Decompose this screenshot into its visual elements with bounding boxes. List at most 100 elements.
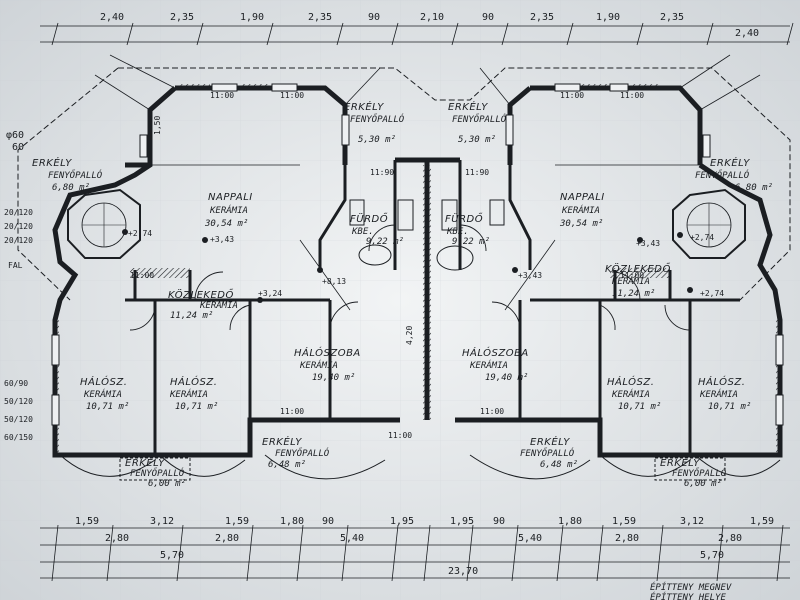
top-dim-1: 2,40 bbox=[100, 12, 124, 23]
opening-mark: 11:00 bbox=[560, 91, 584, 100]
room-area: 11,24 m² bbox=[612, 289, 655, 299]
dimension-tick bbox=[196, 22, 204, 46]
room-haloszoba-2: HÁLÓSZ. KERÁMIA 10,71 m² bbox=[169, 375, 218, 412]
room-haloszoba-center-left: HÁLÓSZOBA KERÁMIA 19,40 m² bbox=[294, 346, 360, 383]
dimension-tick bbox=[776, 524, 784, 582]
room-labels: NAPPALI KERÁMIA 30,54 m² NAPPALI KERÁMIA… bbox=[32, 100, 773, 489]
level-mark: +3,24 bbox=[258, 289, 282, 298]
top-dim-10: 2,35 bbox=[660, 12, 684, 23]
room-area: 9,22 m² bbox=[452, 237, 490, 247]
room-floor: FENYŐPALLÓ bbox=[452, 113, 507, 125]
diagonal-construction-lines bbox=[94, 54, 761, 311]
interior-walls bbox=[125, 160, 740, 455]
room-name: HÁLÓSZ. bbox=[80, 375, 127, 388]
dimension-tick bbox=[51, 524, 59, 582]
left-dim: 50/120 bbox=[4, 415, 33, 424]
room-floor: FENYŐPALLÓ bbox=[695, 169, 750, 181]
left-dim: 20/120 bbox=[4, 222, 33, 231]
room-furdo-left: FÜRDŐ KBE. 9,22 m² bbox=[350, 211, 404, 247]
bot-dim: 1,59 bbox=[750, 516, 774, 527]
room-haloszoba-1: HÁLÓSZ. KERÁMIA 10,71 m² bbox=[80, 375, 129, 412]
title-line-2: ÉPÍTTENY HELYE bbox=[650, 591, 726, 600]
side-annotations: φ60 60 4,20 1,50 FAL bbox=[6, 116, 414, 345]
bot-dim: 5,40 bbox=[340, 533, 364, 544]
level-mark: +8,13 bbox=[322, 277, 346, 286]
room-erkely-center-left: ERKÉLY FENYŐPALLÓ 5,30 m² bbox=[344, 100, 405, 145]
dimension-tick bbox=[636, 22, 644, 46]
room-haloszoba-3: HÁLÓSZ. KERÁMIA 10,71 m² bbox=[607, 375, 661, 412]
room-name: HÁLÓSZ. bbox=[698, 375, 745, 388]
room-area: 6,80 m² bbox=[735, 183, 773, 193]
bot-dim: 1,59 bbox=[75, 516, 99, 527]
room-area: 5,30 m² bbox=[458, 135, 496, 145]
room-name: KÖZLEKEDŐ bbox=[605, 261, 671, 275]
dimension-tick bbox=[391, 22, 399, 46]
bottom-dimension-labels: 1,59 3,12 1,59 1,80 90 1,95 1,95 90 1,80… bbox=[75, 516, 774, 577]
door-swings bbox=[129, 224, 691, 331]
room-floor: KERÁMIA bbox=[699, 388, 738, 400]
opening-mark: 11:00 bbox=[620, 271, 644, 280]
dimension-tick bbox=[786, 22, 794, 46]
room-erkely-top-left: ERKÉLY FENYŐPALLÓ 6,80 m² bbox=[32, 156, 103, 193]
room-name: ERKÉLY bbox=[262, 435, 302, 448]
opening-height-marks: 11:00 11:00 11:00 11:90 11:90 11:00 11:0… bbox=[130, 91, 644, 440]
room-furdo-right: FÜRDŐ KBE. 9,22 m² bbox=[445, 211, 490, 247]
level-mark: +3,43 bbox=[636, 239, 660, 248]
opening-mark: 11:00 bbox=[620, 91, 644, 100]
bot-dim: 2,80 bbox=[215, 533, 239, 544]
dimension-tick bbox=[423, 524, 431, 582]
room-name: ERKÉLY bbox=[660, 456, 700, 469]
dimension-tick bbox=[706, 22, 714, 46]
bot-dim: 1,95 bbox=[450, 516, 474, 527]
room-area: 30,54 m² bbox=[559, 219, 603, 229]
bot-dim: 1,59 bbox=[225, 516, 249, 527]
room-nappali-right: NAPPALI KERÁMIA 30,54 m² bbox=[559, 192, 604, 229]
opening-mark: 11:00 bbox=[130, 271, 154, 280]
room-area: 11,24 m² bbox=[170, 311, 213, 321]
room-area: 10,71 m² bbox=[86, 402, 129, 412]
dimension-tick bbox=[296, 524, 304, 582]
top-dim-6: 2,10 bbox=[420, 12, 444, 23]
level-mark: +2,74 bbox=[700, 289, 724, 298]
room-name: ERKÉLY bbox=[530, 435, 570, 448]
dimension-tick bbox=[391, 524, 399, 582]
roof-outline bbox=[17, 67, 791, 301]
wall-hatching bbox=[53, 84, 782, 455]
room-area: 5,30 m² bbox=[358, 135, 396, 145]
room-floor: FENYŐPALLÓ bbox=[130, 467, 185, 479]
wall-length: 4,20 bbox=[405, 326, 414, 345]
top-dim-8: 2,35 bbox=[530, 12, 554, 23]
room-floor: KERÁMIA bbox=[209, 204, 248, 216]
dimension-tick bbox=[266, 22, 274, 46]
room-floor: FENYŐPALLÓ bbox=[520, 447, 575, 459]
room-erkely-center-right: ERKÉLY FENYŐPALLÓ 5,30 m² bbox=[448, 100, 507, 145]
corner-turrets bbox=[67, 188, 746, 259]
room-erkely-bottom-right: ERKÉLY FENYŐPALLÓ 6,00 m² bbox=[660, 456, 727, 489]
bot-dim: 5,70 bbox=[700, 550, 724, 561]
room-erkely-top-right: ERKÉLY FENYŐPALLÓ 6,80 m² bbox=[695, 156, 773, 193]
top-dim-5: 90 bbox=[368, 12, 380, 23]
room-floor: KERÁMIA bbox=[83, 388, 122, 400]
room-area: 19,40 m² bbox=[312, 373, 355, 383]
bottom-dimension-chains bbox=[40, 524, 790, 582]
room-nappali-left: NAPPALI KERÁMIA 30,54 m² bbox=[204, 192, 253, 229]
rail-height: 1,50 bbox=[153, 116, 162, 135]
dimension-tick bbox=[246, 524, 254, 582]
top-dim-3: 1,90 bbox=[240, 12, 264, 23]
room-floor: KBE. bbox=[446, 227, 469, 237]
dimension-tick bbox=[336, 22, 344, 46]
room-name: NAPPALI bbox=[208, 192, 253, 203]
room-name: FÜRDŐ bbox=[350, 211, 388, 225]
left-dim: 20/120 bbox=[4, 236, 33, 245]
level-mark: +2,74 bbox=[128, 229, 152, 238]
room-floor: KERÁMIA bbox=[299, 359, 338, 371]
windows bbox=[51, 83, 784, 426]
room-erkely-bottom-center-left: ERKÉLY FENYŐPALLÓ 6,48 m² bbox=[262, 435, 330, 470]
room-name: ERKÉLY bbox=[710, 156, 750, 169]
dimension-tick bbox=[466, 524, 474, 582]
top-dimension-labels: 2,40 2,35 1,90 2,35 90 2,10 90 2,35 1,90… bbox=[100, 12, 759, 39]
room-area: 6,48 m² bbox=[540, 460, 578, 470]
room-area: 30,54 m² bbox=[204, 219, 248, 229]
top-dim-2: 2,35 bbox=[170, 12, 194, 23]
